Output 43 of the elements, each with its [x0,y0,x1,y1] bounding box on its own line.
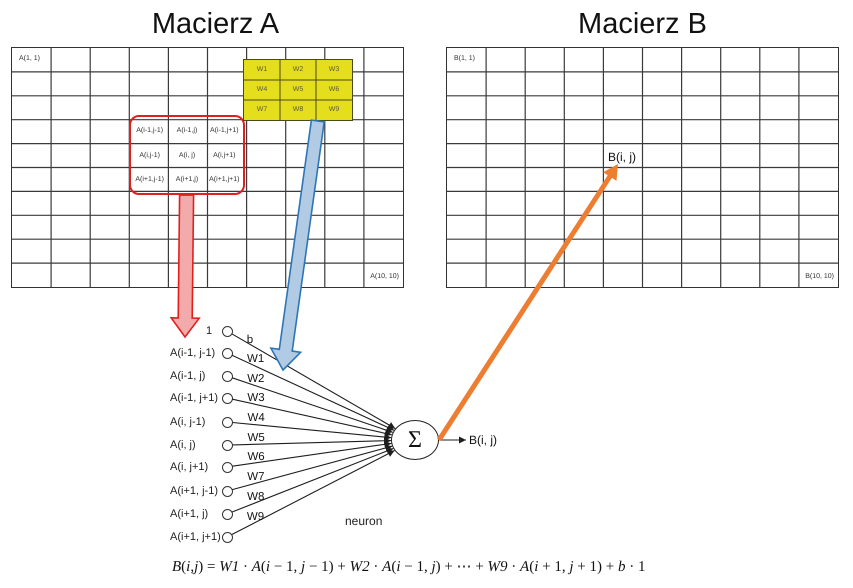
formula: B(i,j) = W1 · A(i − 1, j − 1) + W2 · A(i − 1, j) + ⋯ + W9 · A(i + 1, j + 1) + b · 1 [172,558,646,577]
block-arrow [170,194,201,338]
input-label: A(i+1, j) [170,507,208,521]
arrow [232,333,396,430]
arrow [436,164,618,442]
arrow [232,437,392,446]
arrow [232,444,392,490]
cell-label: B(i, j) [608,150,636,164]
edge-label: W5 [247,432,265,444]
input-label: 1 [206,324,212,338]
arrow [232,440,392,467]
neuron-label: neuron [345,514,382,528]
edge-label: W4 [247,412,265,424]
edge-label: W3 [247,392,265,404]
edge-label: W9 [246,510,264,523]
arrow [232,398,392,437]
edge-label: W7 [247,471,265,484]
arrow [232,422,392,441]
input-label: A(i, j-1) [170,415,206,429]
arrow [232,354,394,431]
arrow [439,436,466,444]
input-label: A(i, j) [170,438,196,452]
input-label: A(i-1, j) [170,369,206,383]
edge-label: W6 [247,450,265,463]
input-label: A(i, j+1) [170,460,208,474]
arrow [232,448,394,513]
output-label: B(i, j) [466,433,497,447]
summation-circle: Σ [391,420,439,460]
edge-label: W1 [246,352,264,365]
edge-label: b [246,334,254,346]
arrow [232,450,395,535]
input-label: A(i-1, j+1) [170,391,218,405]
input-label: A(i+1, j+1) [170,530,221,544]
edge-label: W2 [247,372,264,385]
input-label: A(i+1, j-1) [170,484,218,498]
highlight-window [129,115,245,195]
arrow [232,377,393,434]
input-label: A(i-1, j-1) [170,346,216,360]
weight-kernel [243,59,353,121]
edge-label: W8 [247,490,264,503]
matrix-title: Macierz B [578,7,707,42]
block-arrow [269,119,326,372]
matrix-title: Macierz A [152,7,280,42]
